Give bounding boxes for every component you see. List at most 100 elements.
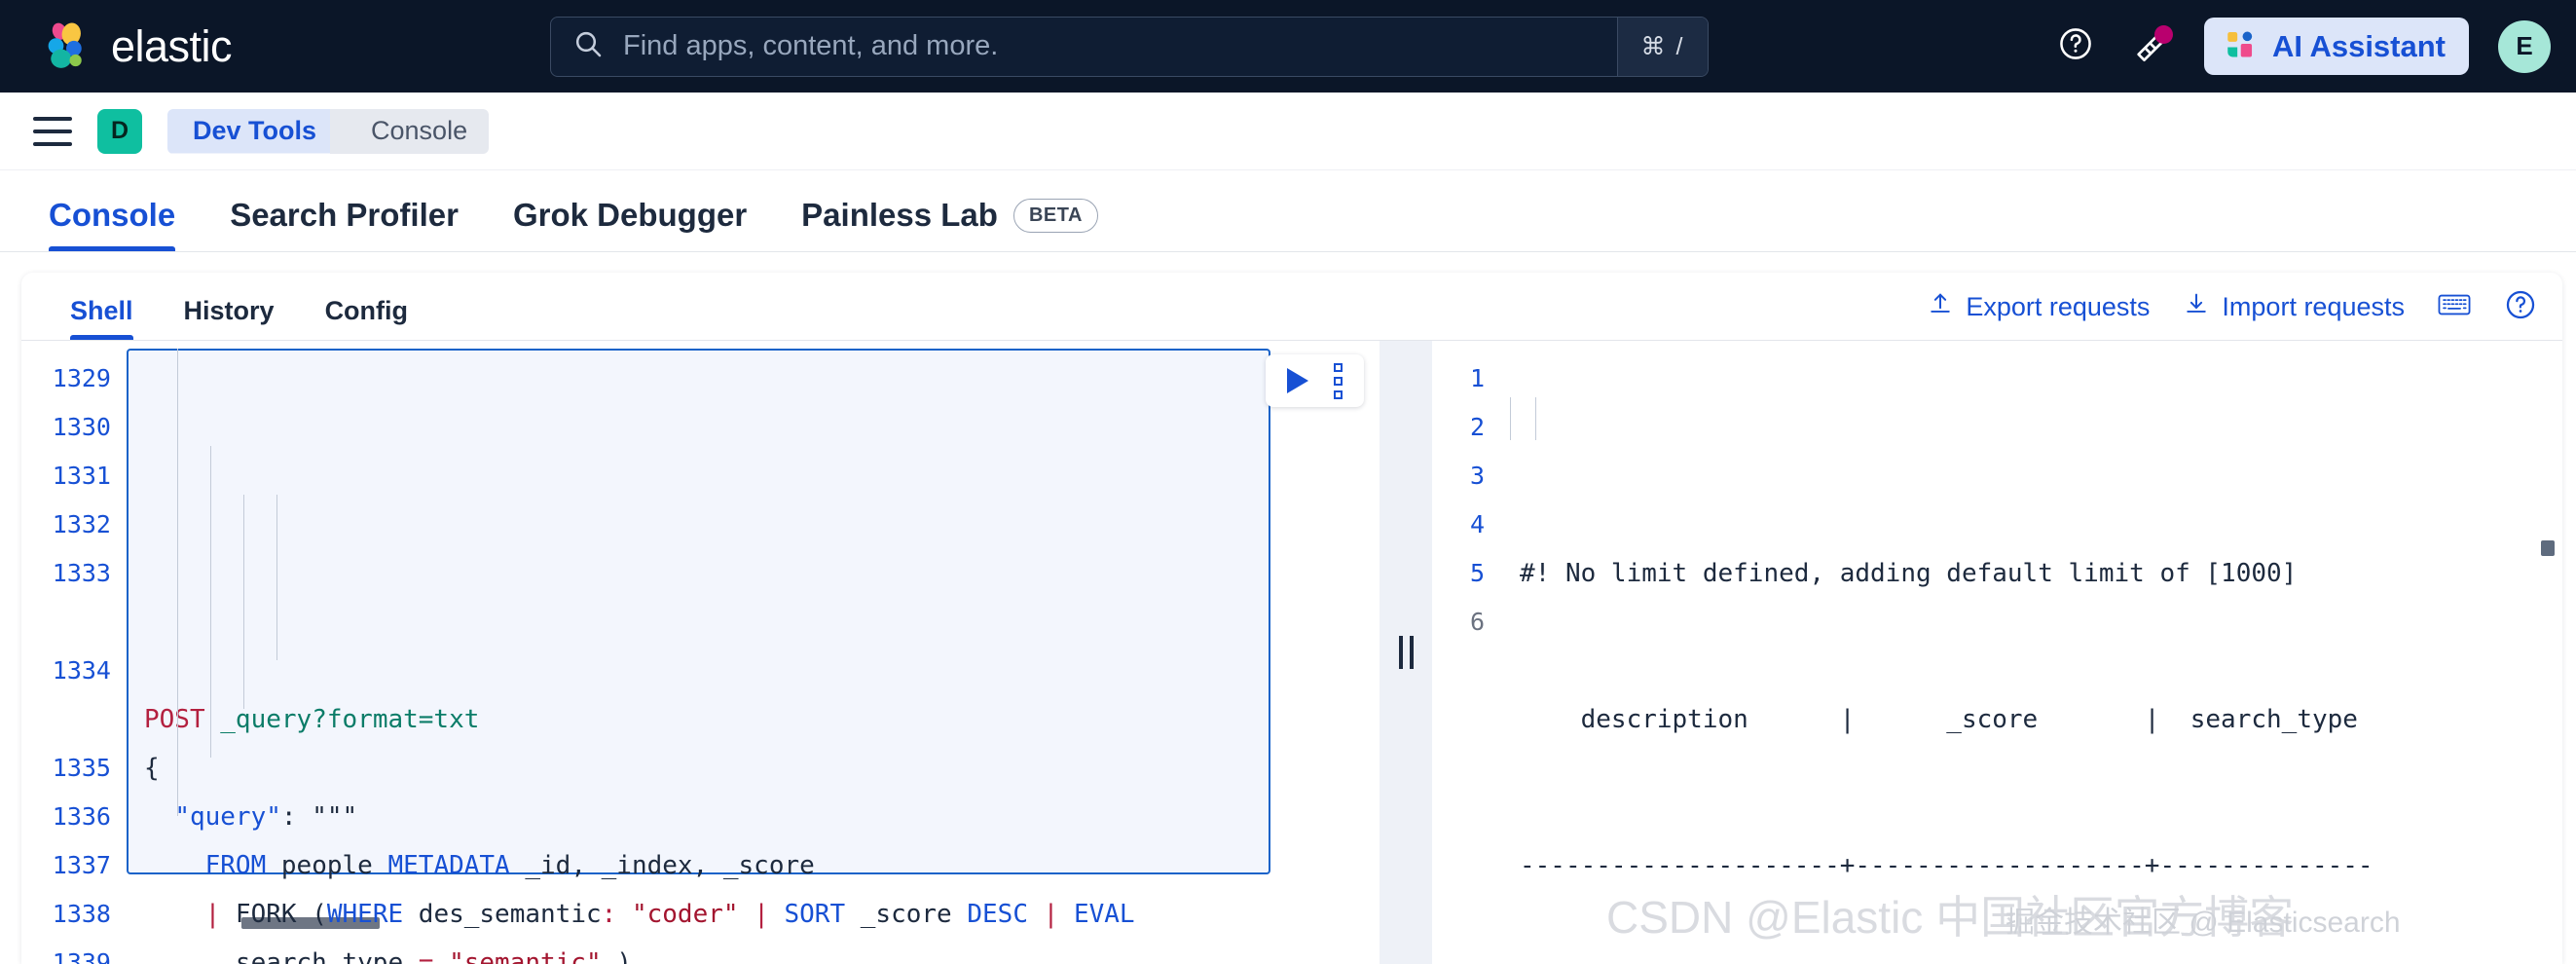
code-token xyxy=(144,802,174,832)
elastic-logo-icon xyxy=(39,19,93,74)
notification-badge xyxy=(2153,24,2173,44)
help-button[interactable] xyxy=(2052,23,2099,70)
sub-tab-config[interactable]: Config xyxy=(324,296,409,325)
tab-search-profiler[interactable]: Search Profiler xyxy=(202,197,486,251)
line-number: 1334 xyxy=(52,656,111,685)
code-token: WHERE xyxy=(326,900,404,929)
main-tabs: Console Search Profiler Grok Debugger Pa… xyxy=(0,170,2576,252)
sub-tab-shell[interactable]: Shell xyxy=(45,296,159,340)
code-token: search_type xyxy=(144,948,419,964)
code-token: ) xyxy=(601,948,632,964)
code-token: FROM xyxy=(204,851,267,880)
code-token: DESC xyxy=(967,900,1028,929)
export-upload-icon xyxy=(1927,290,1954,324)
code-token: SORT xyxy=(784,900,846,929)
tab-console-label: Console xyxy=(49,197,176,233)
breadcrumb-item-console[interactable]: Console xyxy=(330,108,490,154)
code-token xyxy=(144,900,205,929)
code-token: "query" xyxy=(174,802,281,832)
tab-painless-lab[interactable]: Painless Lab BETA xyxy=(774,197,1125,251)
line-number-spacer xyxy=(21,695,111,744)
console-help-button[interactable] xyxy=(2504,288,2537,326)
keyboard-shortcuts-button[interactable] xyxy=(2438,290,2471,324)
line-number: 1332 xyxy=(52,510,111,538)
breadcrumb-bar: D Dev Tools Console xyxy=(0,93,2576,170)
code-token xyxy=(739,900,754,929)
code-token: _query?format=txt xyxy=(220,705,480,734)
code-token: POST xyxy=(144,705,221,734)
line-number: 1339 xyxy=(52,948,111,964)
line-number: 1331 xyxy=(52,462,111,490)
console-toolbar-actions: Export requests Import requests xyxy=(1927,288,2537,340)
tab-grok-debugger[interactable]: Grok Debugger xyxy=(486,197,774,251)
tab-painless-lab-label: Painless Lab xyxy=(801,197,998,233)
code-token: : xyxy=(280,802,313,832)
output-line: description | _score | search_type xyxy=(1520,705,2358,734)
console-split: 1329 1330 1331 1332 1333 1334 1335 1336 … xyxy=(21,341,2562,964)
play-icon[interactable] xyxy=(1287,368,1308,393)
hamburger-menu-icon[interactable] xyxy=(33,116,72,146)
code-token: = xyxy=(418,948,434,964)
space-badge[interactable]: D xyxy=(97,108,142,154)
console-sub-tabs: Shell History Config xyxy=(45,296,433,340)
console-panel: Shell History Config Export requests xyxy=(21,273,2562,964)
code-token: "coder" xyxy=(631,900,739,929)
indent-guide xyxy=(210,446,211,758)
indent-guide xyxy=(243,495,244,709)
request-editor[interactable]: 1329 1330 1331 1332 1333 1334 1335 1336 … xyxy=(21,341,1380,964)
tab-search-profiler-label: Search Profiler xyxy=(230,197,459,233)
code-token xyxy=(144,851,205,880)
line-number: 1329 xyxy=(52,364,111,392)
code-lines[interactable]: POST _query?format=txt { "query": """ FRO… xyxy=(127,695,1380,964)
tab-console[interactable]: Console xyxy=(21,197,202,251)
search-input-wrapper[interactable]: Find apps, content, and more. xyxy=(551,18,1617,76)
code-area[interactable]: POST _query?format=txt { "query": """ FRO… xyxy=(127,341,1380,964)
export-requests-button[interactable]: Export requests xyxy=(1927,290,2150,324)
response-output[interactable]: 1 2 3 4 5 6 #! No limit defined, adding … xyxy=(1432,341,2562,964)
import-requests-button[interactable]: Import requests xyxy=(2183,290,2405,324)
code-token xyxy=(769,900,785,929)
keyboard-icon xyxy=(2438,290,2471,324)
console-toolbar: Shell History Config Export requests xyxy=(21,273,2562,341)
question-circle-icon xyxy=(2057,25,2094,67)
editor-line-numbers: 1329 1330 1331 1332 1333 1334 1335 1336 … xyxy=(21,341,127,964)
line-number: 1333 xyxy=(52,559,111,587)
code-token: | xyxy=(204,900,221,929)
ai-assistant-button[interactable]: AI Assistant xyxy=(2203,18,2469,75)
header-actions: AI Assistant E xyxy=(2052,18,2551,75)
editor-horizontal-scrollbar[interactable] xyxy=(241,917,380,929)
code-token xyxy=(616,900,632,929)
code-token: """ xyxy=(312,802,358,832)
splitter-grip-icon xyxy=(1398,636,1414,669)
output-line-numbers: 1 2 3 4 5 6 xyxy=(1432,341,1502,964)
code-token: : xyxy=(601,900,617,929)
breadcrumb-item-dev-tools[interactable]: Dev Tools xyxy=(167,109,346,154)
code-token: "semantic" xyxy=(449,948,602,964)
code-token: EVAL xyxy=(1073,900,1135,929)
output-vertical-scrollbar[interactable] xyxy=(2541,540,2555,556)
output-line: #! No limit defined, adding default limi… xyxy=(1520,559,2298,588)
run-request-toolbar[interactable] xyxy=(1266,354,1364,407)
code-line: POST _query?format=txt xyxy=(144,695,1380,744)
search-input[interactable]: Find apps, content, and more. xyxy=(623,30,999,61)
line-number-spacer xyxy=(21,598,111,647)
code-token xyxy=(1028,900,1044,929)
line-number: 2 xyxy=(1469,413,1485,441)
indent-guide xyxy=(177,349,178,816)
line-number: 1336 xyxy=(52,802,111,831)
announcements-button[interactable] xyxy=(2128,23,2175,70)
output-text: #! No limit defined, adding default limi… xyxy=(1502,341,2562,964)
line-number: 3 xyxy=(1469,462,1485,490)
line-number: 5 xyxy=(1469,559,1485,587)
brand[interactable]: elastic xyxy=(39,19,233,74)
search-shortcut-badge: ⌘ / xyxy=(1617,17,1708,76)
code-token: { xyxy=(144,754,160,783)
kebab-menu-icon[interactable] xyxy=(1334,362,1343,399)
ai-assistant-icon xyxy=(2224,27,2257,65)
global-header: elastic Find apps, content, and more. ⌘ … xyxy=(0,0,2576,93)
code-line: FROM people METADATA _id, _index, _score xyxy=(144,841,1380,890)
sub-tab-history[interactable]: History xyxy=(183,296,275,325)
global-search[interactable]: Find apps, content, and more. ⌘ / xyxy=(550,16,1709,77)
avatar[interactable]: E xyxy=(2498,19,2551,73)
panel-splitter[interactable] xyxy=(1380,341,1432,964)
